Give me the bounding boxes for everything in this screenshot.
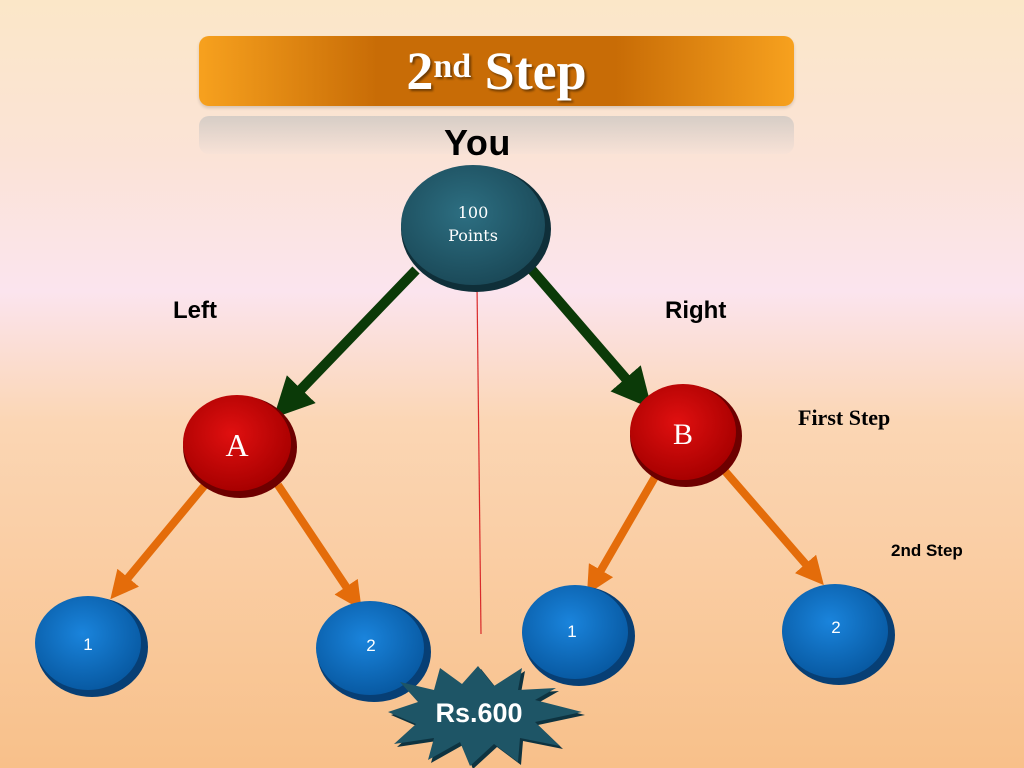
center-line [476,284,482,635]
node-a1: 1 [35,596,148,697]
root-node: 100 Points [401,165,551,292]
green-arrow-left [273,266,420,418]
node-b1-label: 1 [567,622,576,641]
node-b: B [630,384,742,487]
orange-arrow-a1 [110,482,209,600]
node-a1-label: 1 [83,635,92,654]
title-banner [199,36,794,106]
orange-arrow-a2 [274,482,362,610]
node-b2: 2 [782,584,895,685]
node-a: A [183,395,297,498]
node-b2-label: 2 [831,618,840,637]
root-line1: 100 [458,203,489,222]
reward-burst: Rs.600 [388,666,585,768]
node-b-label: B [673,418,693,451]
first-step-label: First Step [798,405,891,430]
reward-label: Rs.600 [435,698,522,728]
title-rest: Step [471,41,587,101]
node-a2-label: 2 [366,636,375,655]
root-line2: Points [448,226,498,245]
node-a-label: A [225,427,248,463]
green-arrow-right [528,266,652,409]
orange-arrow-b1 [586,474,659,595]
second-step-label: 2nd Step [891,541,963,560]
orange-arrow-b2 [720,467,824,586]
node-a2: 2 [316,601,431,702]
right-label: Right [665,297,727,324]
title-number: 2 [406,41,434,101]
you-label: You [444,122,511,163]
left-label: Left [173,297,217,324]
node-b1: 1 [522,585,635,686]
banner-reflection [199,116,794,154]
title-superscript: nd [433,48,472,85]
